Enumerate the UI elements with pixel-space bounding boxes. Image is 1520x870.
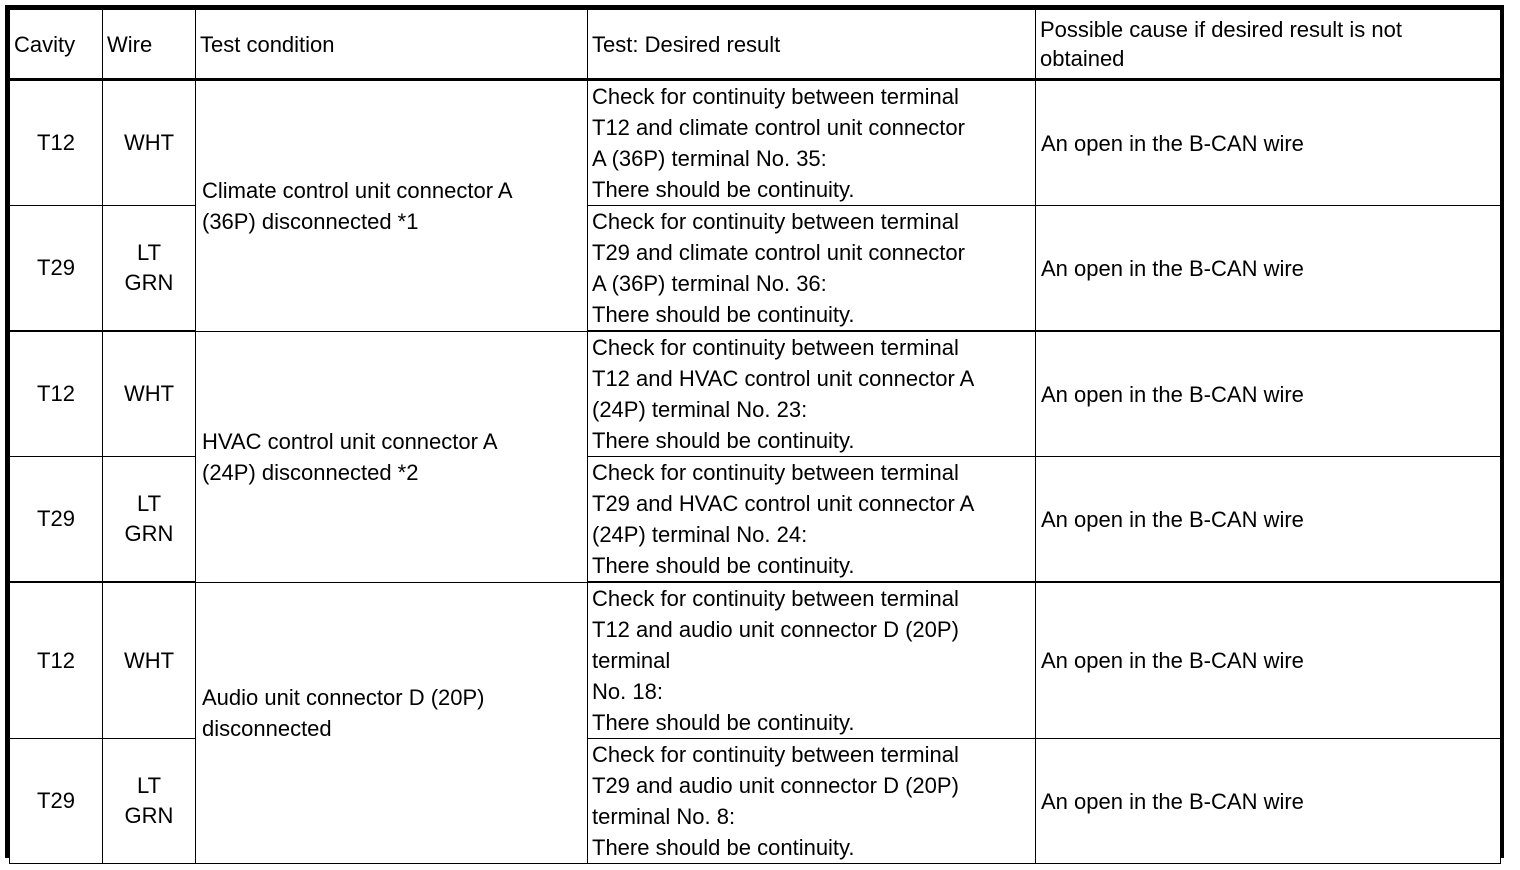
possible-cause-value: An open in the B-CAN wire [1041,381,1304,407]
column-header-possible-cause: Possible cause if desired result is not … [1035,9,1501,81]
cell-cavity: T29 [9,738,103,864]
column-header-possible-cause-label: Possible cause if desired result is not … [1040,17,1402,71]
test-desired-result-value: Check for continuity between terminal T2… [592,460,975,578]
test-desired-result-value: Check for continuity between terminal T2… [592,209,965,327]
cell-possible-cause: An open in the B-CAN wire [1035,456,1501,583]
cell-wire: LT GRN [102,205,196,332]
cell-test-condition-group-2: HVAC control unit connector A (24P) disc… [195,330,588,583]
table-row: T12 WHT Audio unit connector D (20P) dis… [9,581,1501,864]
test-condition-value: Audio unit connector D (20P) disconnecte… [202,684,485,741]
table-row: T12 WHT HVAC control unit connector A (2… [9,330,1501,583]
test-condition-value: Climate control unit connector A (36P) d… [202,177,513,234]
cell-test-desired-result: Check for continuity between terminal T2… [587,738,1036,864]
column-header-test-desired-result: Test: Desired result [587,9,1036,81]
cell-test-desired-result: Check for continuity between terminal T2… [587,456,1036,583]
wire-value: LT GRN [124,491,174,546]
column-header-test-condition-label: Test condition [200,31,335,57]
test-desired-result-value: Check for continuity between terminal T1… [592,84,965,202]
column-header-cavity-label: Cavity [14,31,76,57]
test-desired-result-value: Check for continuity between terminal T2… [592,742,959,860]
cavity-value: T29 [37,506,75,531]
cell-possible-cause: An open in the B-CAN wire [1035,738,1501,864]
cell-possible-cause: An open in the B-CAN wire [1035,79,1501,206]
possible-cause-value: An open in the B-CAN wire [1041,648,1304,673]
cell-wire: LT GRN [102,456,196,583]
table-row: T29 LT GRN Check for continuity between … [9,738,1501,864]
cavity-value: T12 [37,381,75,406]
possible-cause-value: An open in the B-CAN wire [1041,255,1304,281]
cell-possible-cause: An open in the B-CAN wire [1035,581,1501,739]
table-header-row: Cavity Wire Test condition Test: Desired… [9,9,1501,81]
cavity-value: T29 [37,255,75,280]
cell-test-desired-result: Check for continuity between terminal T1… [587,581,1036,739]
cell-test-desired-result: Check for continuity between terminal T2… [587,205,1036,332]
cell-test-condition-group-3: Audio unit connector D (20P) disconnecte… [195,581,588,864]
column-header-test-desired-result-label: Test: Desired result [592,31,781,57]
cell-test-condition-group-1: Climate control unit connector A (36P) d… [195,79,588,332]
cell-wire: WHT [102,330,196,457]
wire-value: LT GRN [124,773,174,828]
wire-value: LT GRN [124,240,174,295]
cell-wire: WHT [102,581,196,739]
cell-cavity: T12 [9,581,103,739]
spec-table-container: Cavity Wire Test condition Test: Desired… [5,5,1504,864]
cavity-value: T12 [37,130,75,155]
wire-value: WHT [123,381,175,406]
table-row: T12 WHT Climate control unit connector A… [9,79,1501,332]
cell-wire: WHT [102,79,196,206]
column-header-cavity: Cavity [9,9,103,81]
wire-value: WHT [123,130,175,155]
cell-cavity: T12 [9,330,103,457]
cell-cavity: T29 [9,205,103,332]
cavity-value: T29 [37,788,75,813]
table-row: T29 LT GRN Check for continuity between … [9,456,1501,583]
cell-possible-cause: An open in the B-CAN wire [1035,330,1501,457]
column-header-wire: Wire [102,9,196,81]
column-header-wire-label: Wire [107,31,153,57]
cell-possible-cause: An open in the B-CAN wire [1035,205,1501,332]
column-header-test-condition: Test condition [195,9,588,81]
cell-cavity: T29 [9,456,103,583]
cavity-value: T12 [37,647,75,673]
continuity-test-table: Cavity Wire Test condition Test: Desired… [9,9,1501,864]
possible-cause-value: An open in the B-CAN wire [1041,130,1304,156]
test-desired-result-value: Check for continuity between terminal T1… [592,586,959,735]
possible-cause-value: An open in the B-CAN wire [1041,506,1304,532]
cell-cavity: T12 [9,79,103,206]
test-desired-result-value: Check for continuity between terminal T1… [592,335,975,453]
test-condition-value: HVAC control unit connector A (24P) disc… [202,428,498,485]
cell-test-desired-result: Check for continuity between terminal T1… [587,330,1036,457]
cell-wire: LT GRN [102,738,196,864]
wire-value: WHT [123,647,175,673]
possible-cause-value: An open in the B-CAN wire [1041,788,1304,814]
table-row: T29 LT GRN Check for continuity between … [9,205,1501,332]
cell-test-desired-result: Check for continuity between terminal T1… [587,79,1036,206]
